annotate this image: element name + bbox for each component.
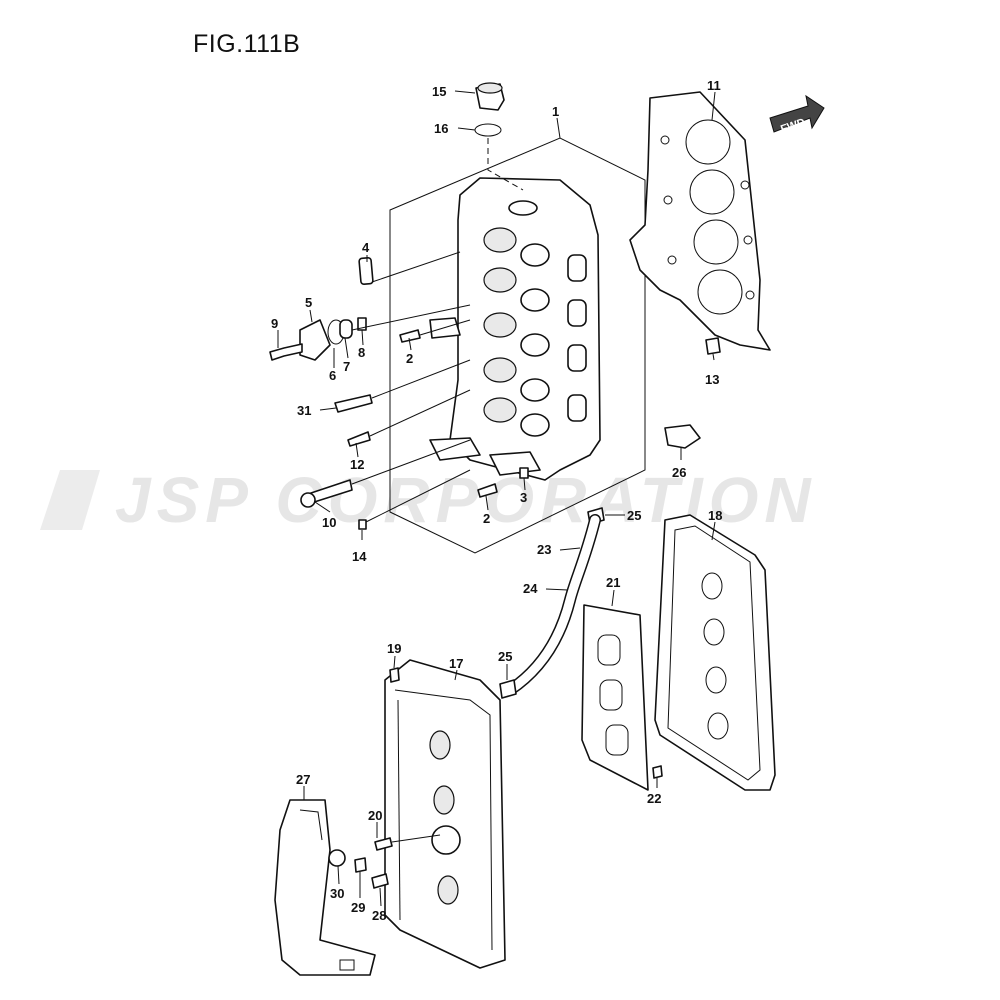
cylinder-head-cover xyxy=(384,659,506,969)
bearing-cap xyxy=(489,451,541,476)
callout-19: 19 xyxy=(387,641,401,656)
callout-18: 18 xyxy=(708,508,722,523)
rocker-cover-gasket xyxy=(654,514,776,791)
callout-6: 6 xyxy=(329,368,336,383)
callout-13: 13 xyxy=(705,372,719,387)
callout-2: 2 xyxy=(406,351,413,366)
callout-23: 23 xyxy=(537,542,551,557)
callout-17: 17 xyxy=(449,656,463,671)
callout-31: 31 xyxy=(297,403,311,418)
thermostat-cover xyxy=(299,319,353,361)
flywheel-cover xyxy=(274,799,376,976)
callouts: 15 16 1 11 4 5 9 6 7 8 2 31 12 10 2 3 14… xyxy=(271,78,722,923)
leader-dash xyxy=(487,138,524,191)
bearing-cap xyxy=(429,437,481,461)
collar xyxy=(354,857,367,873)
dowel-sleeve xyxy=(358,256,374,286)
fwd-arrow: FWD xyxy=(769,94,825,136)
head-bolt-head xyxy=(300,492,316,508)
callout-1: 1 xyxy=(552,104,559,119)
callout-9: 9 xyxy=(271,316,278,331)
cover-gasket-holes xyxy=(597,634,629,756)
bolt xyxy=(477,483,498,498)
head-gasket xyxy=(629,91,771,351)
bolt xyxy=(389,667,400,683)
fwd-arrow-icon xyxy=(769,94,825,133)
callout-27: 27 xyxy=(296,772,310,787)
bolt xyxy=(374,837,393,851)
cylinder-head-body xyxy=(449,177,601,481)
temp-sensor xyxy=(334,394,373,413)
dowel-pin xyxy=(705,337,721,355)
callout-8: 8 xyxy=(358,345,365,360)
bolt xyxy=(269,343,303,361)
cylinder-head-assembly xyxy=(389,137,646,554)
callout-11: 11 xyxy=(707,78,721,93)
watermark-text: JSP CORPORATION xyxy=(115,464,817,536)
callout-12: 12 xyxy=(350,457,364,472)
callout-7: 7 xyxy=(343,359,350,374)
cam-journals xyxy=(483,227,550,437)
callout-20: 20 xyxy=(368,808,382,823)
callout-25b: 25 xyxy=(498,649,512,664)
exhaust-ports xyxy=(567,254,587,422)
callout-4: 4 xyxy=(362,240,370,255)
callout-25: 25 xyxy=(627,508,641,523)
callout-2b: 2 xyxy=(483,511,490,526)
breather-bracket xyxy=(664,424,701,449)
callout-14: 14 xyxy=(352,549,367,564)
callout-26: 26 xyxy=(672,465,686,480)
callout-30: 30 xyxy=(330,886,344,901)
callout-10: 10 xyxy=(322,515,336,530)
watermark: JSP CORPORATION xyxy=(40,464,817,536)
cover-gasket xyxy=(581,604,649,791)
callout-15: 15 xyxy=(432,84,446,99)
o-ring xyxy=(474,123,502,137)
watermark-logo-icon xyxy=(40,470,100,530)
callout-24: 24 xyxy=(523,581,538,596)
dowel xyxy=(519,467,529,479)
callout-5: 5 xyxy=(305,295,312,310)
bolt xyxy=(399,329,421,343)
grommet xyxy=(328,849,346,867)
breather-hose xyxy=(499,507,605,699)
oil-filler-cap xyxy=(475,82,505,111)
callout-21: 21 xyxy=(606,575,620,590)
bolt xyxy=(652,765,663,779)
bolt xyxy=(347,431,371,447)
bolt xyxy=(371,873,389,889)
callout-3: 3 xyxy=(520,490,527,505)
leader-lines xyxy=(351,251,471,523)
callout-16: 16 xyxy=(434,121,448,136)
callout-28: 28 xyxy=(372,908,386,923)
plug xyxy=(358,519,367,530)
figure-title: FIG.111B xyxy=(193,30,301,58)
callout-22: 22 xyxy=(647,791,661,806)
callout-29: 29 xyxy=(351,900,365,915)
oil-filler-port xyxy=(508,200,538,216)
